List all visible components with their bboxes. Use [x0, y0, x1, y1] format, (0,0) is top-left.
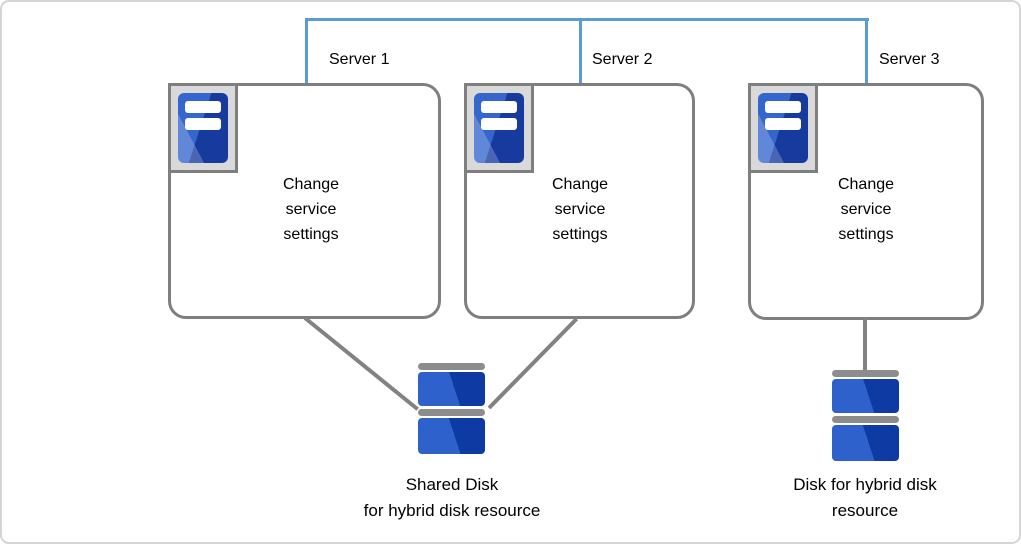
server-icon-slot: [185, 101, 221, 113]
interconnect-riser-server-2: [579, 18, 582, 84]
server-icon-frame: [748, 83, 818, 173]
server-3-node: [748, 83, 984, 320]
server-2-node: [464, 83, 695, 319]
interconnect-riser-server-1: [305, 18, 308, 84]
interconnect-riser-server-3: [865, 18, 868, 84]
disk-platter: [832, 379, 899, 413]
server-icon: [178, 93, 228, 163]
disk-platter: [418, 372, 485, 406]
server-2-label: Server 2: [592, 51, 653, 68]
server-icon-slot: [185, 118, 221, 130]
server-icon-slot: [481, 118, 517, 130]
server-3-to-disk-line: [863, 318, 867, 371]
shared-disk-label-line1: Shared Disk: [405, 475, 499, 494]
server-1-body-text: Change service settings: [282, 176, 340, 243]
shared-disk-label: Shared Disk for hybrid disk resource: [322, 472, 582, 524]
disk-platter: [832, 425, 899, 461]
server-icon-slot: [765, 101, 801, 113]
disk-cap: [832, 416, 899, 423]
shared-disk-icon: [418, 363, 485, 454]
server-2-to-shared-disk-line: [487, 317, 579, 410]
server-icon-frame: [464, 83, 534, 173]
disk-platter: [418, 418, 485, 454]
shared-disk-label-line2: for hybrid disk resource: [363, 501, 541, 520]
interconnect-horizontal-line: [305, 18, 869, 21]
disk-cap: [418, 363, 485, 370]
server-2-body-text: Change service settings: [551, 176, 609, 243]
server-icon-frame: [168, 83, 238, 173]
server-1-label: Server 1: [329, 51, 390, 68]
server-icon-slot: [765, 118, 801, 130]
server-icon-slot: [481, 101, 517, 113]
server-3-label: Server 3: [879, 51, 940, 68]
hybrid-disk-label-line2: resource: [831, 501, 899, 520]
disk-cap: [832, 370, 899, 377]
server-1-node: [168, 83, 441, 319]
hybrid-disk-label: Disk for hybrid disk resource: [745, 472, 985, 524]
disk-cap: [418, 409, 485, 416]
server-1-to-shared-disk-line: [303, 316, 419, 411]
server-icon: [758, 93, 808, 163]
hybrid-disk-icon: [832, 370, 899, 461]
hybrid-disk-label-line1: Disk for hybrid disk: [793, 475, 937, 494]
server-3-body-text: Change service settings: [837, 176, 895, 243]
server-icon: [474, 93, 524, 163]
